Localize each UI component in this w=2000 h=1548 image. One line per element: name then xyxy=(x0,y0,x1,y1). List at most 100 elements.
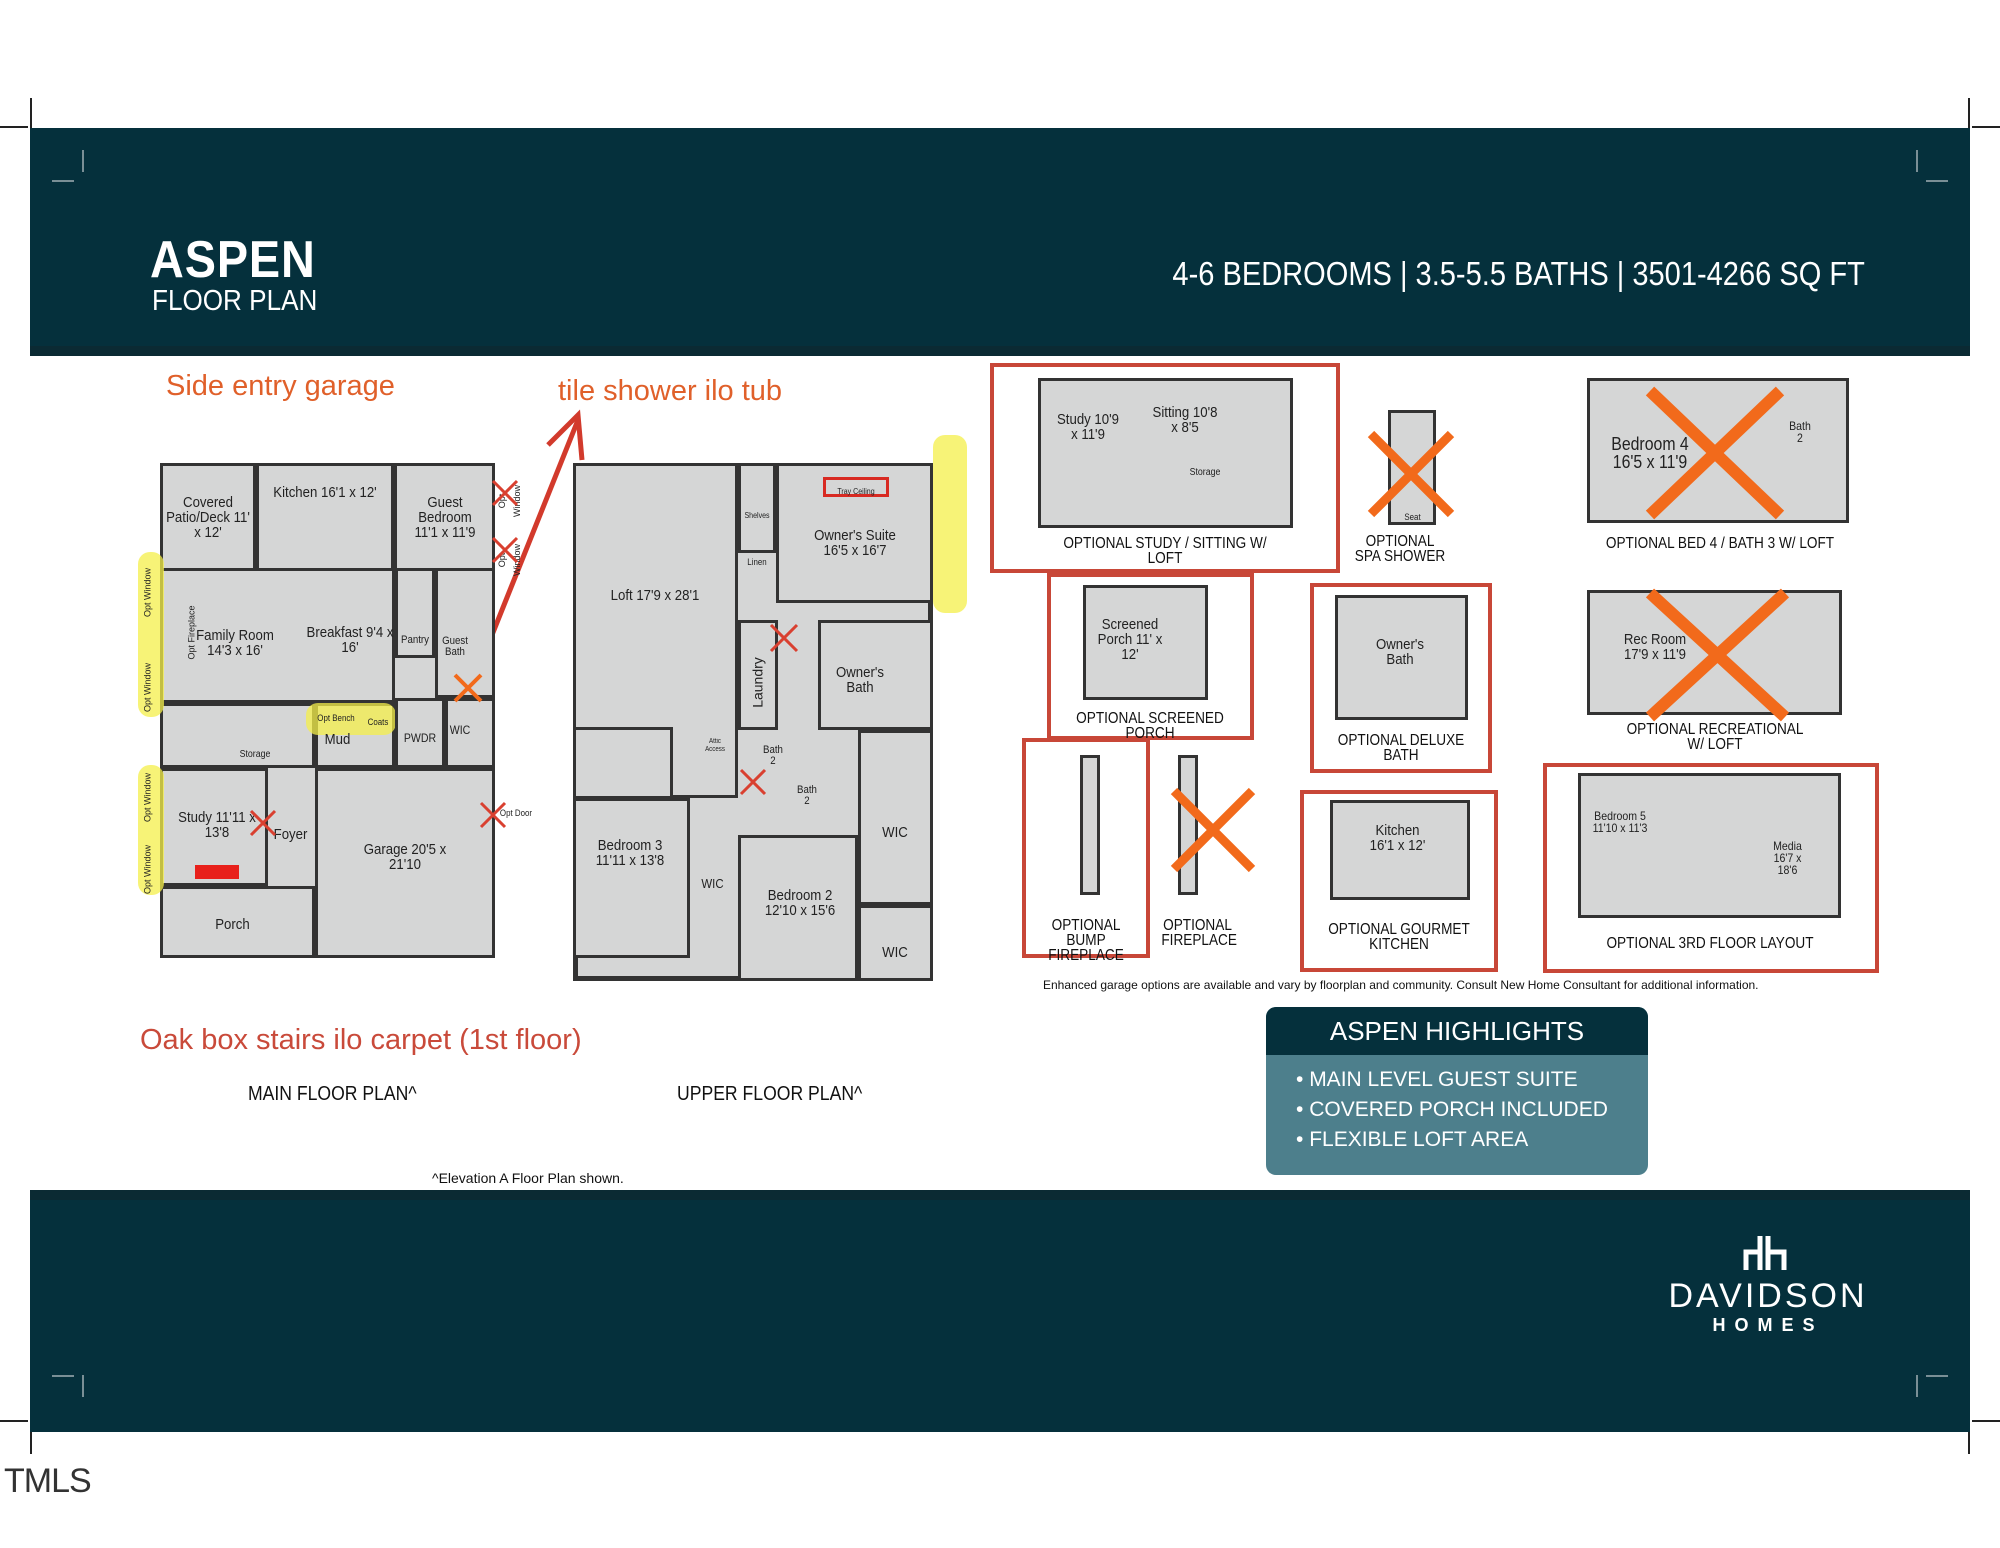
option-bed4-title: OPTIONAL BED 4 / BATH 3 W/ LOFT xyxy=(1605,535,1835,552)
owners-suite-label: Owner's Suite 16'5 x 16'7 xyxy=(814,527,896,559)
garage-room xyxy=(315,768,495,958)
pwdr-room xyxy=(395,698,445,768)
option-rec-title: OPTIONAL RECREATIONAL W/ LOFT xyxy=(1626,721,1804,753)
pantry-room xyxy=(395,568,435,658)
x-mark-icon xyxy=(1170,787,1256,873)
tray-ceiling-label: Tray Ceiling xyxy=(837,487,875,496)
option-study-sitting xyxy=(990,363,1340,573)
storage-label: Storage xyxy=(239,749,271,760)
option-bedroom5-label: Bedroom 5 11'10 x 11'3 xyxy=(1592,809,1648,835)
tray-ceiling-box xyxy=(823,477,889,497)
x-mark-icon xyxy=(1645,588,1790,722)
home-specs: 4-6 BEDROOMS | 3.5-5.5 BATHS | 3501-4266… xyxy=(1172,255,1865,292)
option-bump-fireplace xyxy=(1022,738,1150,958)
x-mark-icon xyxy=(479,801,507,829)
highlights-title: ASPEN HIGHLIGHTS xyxy=(1266,1007,1648,1055)
option-deluxe-bath-plan xyxy=(1335,595,1468,720)
highlights-box: ASPEN HIGHLIGHTS MAIN LEVEL GUEST SUITE … xyxy=(1266,1007,1648,1175)
brand-name: DAVIDSON xyxy=(1668,1277,1868,1315)
option-sitting-label: Sitting 10'8 x 8'5 xyxy=(1152,404,1218,436)
crop-mark xyxy=(30,1424,32,1454)
option-seat-label: Seat xyxy=(1404,512,1421,522)
tile-shower-note: tile shower ilo tub xyxy=(558,375,783,407)
covered-patio-room xyxy=(160,463,256,571)
option-bump-fireplace-title: OPTIONAL BUMP FIREPLACE xyxy=(1048,917,1124,964)
pantry-label: Pantry xyxy=(401,634,429,646)
brand-sub: HOMES xyxy=(1712,1315,1824,1335)
bedroom3-room xyxy=(573,798,690,958)
inner-crop-mark xyxy=(1926,180,1948,182)
owners-bath-room xyxy=(818,620,933,730)
option-deluxe-bath xyxy=(1310,583,1492,773)
option-study-sitting-title: OPTIONAL STUDY / SITTING W/ LOFT xyxy=(1063,535,1267,567)
option-screened-room-label: Screened Porch 11' x 12' xyxy=(1097,616,1163,663)
option-screened-porch-title: OPTIONAL SCREENED PORCH xyxy=(1076,710,1224,742)
x-mark-icon xyxy=(453,673,483,703)
option-third-floor-plan xyxy=(1578,773,1841,918)
option-gourmet-kitchen-title: OPTIONAL GOURMET KITCHEN xyxy=(1328,921,1470,953)
window-highlight xyxy=(138,765,164,895)
x-mark-icon xyxy=(739,768,767,796)
crop-mark xyxy=(1968,1424,1970,1454)
wic-label: WIC xyxy=(882,944,908,961)
laundry-room xyxy=(738,620,778,730)
guest-bath-room xyxy=(435,568,495,698)
wic-room xyxy=(858,730,933,905)
davidson-logo: DAVIDSON HOMES xyxy=(1668,1232,1868,1336)
option-study-sitting-plan xyxy=(1038,378,1293,528)
opt-window-label: Opt Window xyxy=(142,662,153,713)
coats-label: Coats xyxy=(367,717,389,727)
x-mark-icon xyxy=(1645,386,1785,520)
x-mark-icon xyxy=(491,479,519,507)
inner-crop-mark xyxy=(1916,1375,1918,1397)
red-marker xyxy=(195,865,239,879)
option-screened-porch-plan xyxy=(1083,585,1208,700)
option-bedroom4-label: Bedroom 4 16'5 x 11'9 xyxy=(1611,434,1689,472)
option-storage-label: Storage xyxy=(1189,467,1221,478)
footer-band xyxy=(30,1190,1970,1432)
crop-mark xyxy=(1972,126,2000,128)
stair-area xyxy=(160,703,315,768)
loft-label: Loft 17'9 x 28'1 xyxy=(610,587,700,604)
option-gourmet-kitchen-plan xyxy=(1330,800,1470,900)
owners-suite-room xyxy=(776,463,933,603)
crop-mark xyxy=(0,1420,28,1422)
guest-bedroom-label: Guest Bedroom 11'1 x 11'9 xyxy=(414,494,476,541)
kitchen-room xyxy=(256,463,394,571)
option-bump-fireplace-plan xyxy=(1080,755,1100,895)
crop-mark xyxy=(1972,1420,2000,1422)
owners-bath-label: Owner's Bath xyxy=(835,664,884,696)
highlight-item: FLEXIBLE LOFT AREA xyxy=(1296,1125,1648,1155)
inner-crop-mark xyxy=(52,180,74,182)
garage-options-note: Enhanced garage options are available an… xyxy=(1043,978,1759,992)
opt-window-label: Opt Window xyxy=(142,772,153,823)
foyer-label: Foyer xyxy=(273,826,308,843)
wic-label: WIC xyxy=(882,824,908,841)
option-gourmet-kitchen xyxy=(1300,790,1498,972)
elevation-note: ^Elevation A Floor Plan shown. xyxy=(432,1170,624,1186)
laundry-label: Laundry xyxy=(749,657,766,708)
side-entry-note: Side entry garage xyxy=(166,370,395,402)
x-mark-icon xyxy=(491,536,519,564)
family-room-label: Family Room 14'3 x 16' xyxy=(196,627,274,659)
option-deluxe-bath-title: OPTIONAL DELUXE BATH xyxy=(1337,732,1465,764)
crop-mark xyxy=(1968,98,1970,128)
linen-label: Linen xyxy=(747,557,767,567)
page-title: ASPEN xyxy=(150,231,316,289)
crop-mark xyxy=(30,98,32,128)
option-bed4-plan xyxy=(1587,378,1849,523)
porch-label: Porch xyxy=(215,916,250,933)
porch-room xyxy=(160,886,315,958)
inner-crop-mark xyxy=(1926,1375,1948,1377)
option-kitchen-label: Kitchen 16'1 x 12' xyxy=(1369,822,1426,854)
breakfast-label: Breakfast 9'4 x 16' xyxy=(306,624,394,656)
option-spa-shower-title: OPTIONAL SPA SHOWER xyxy=(1354,533,1446,565)
family-room xyxy=(160,568,395,703)
option-rec-room-label: Rec Room 17'9 x 11'9 xyxy=(1623,631,1687,663)
crop-mark xyxy=(0,126,28,128)
opt-window-label: Opt Window xyxy=(142,844,153,895)
x-mark-icon xyxy=(769,623,799,653)
covered-patio-label: Covered Patio/Deck 11' x 12' xyxy=(166,494,250,541)
header-band xyxy=(30,128,1970,356)
window-highlight xyxy=(138,552,164,717)
